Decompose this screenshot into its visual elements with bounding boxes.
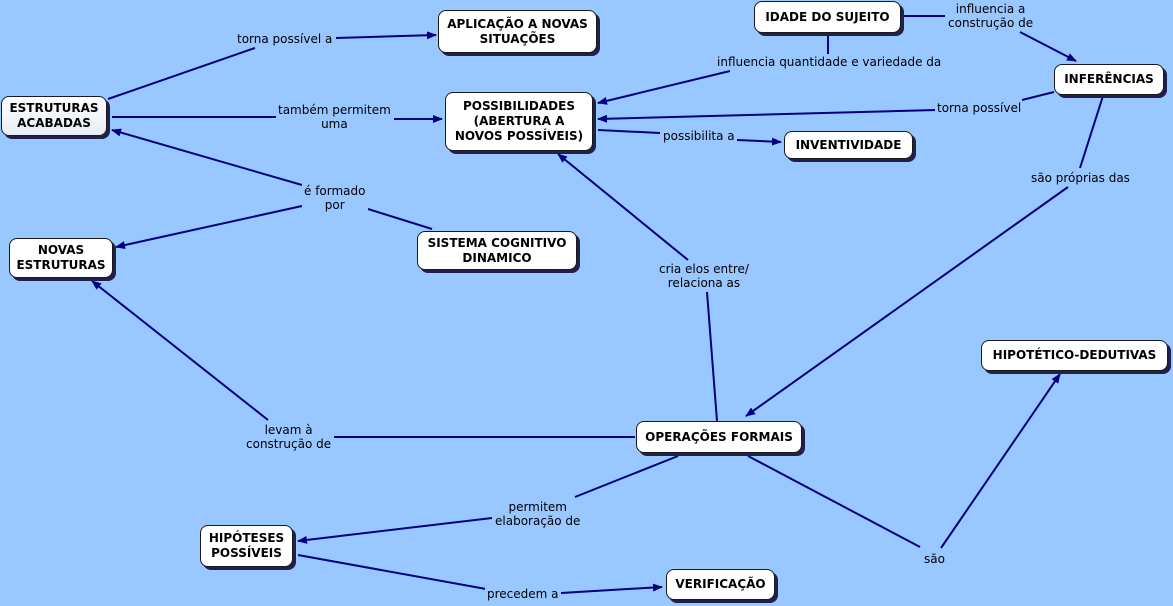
node-verificacao[interactable]: VERIFICAÇÃO xyxy=(666,569,775,600)
node-idade-do-sujeito[interactable]: IDADE DO SUJEITO xyxy=(754,1,901,33)
edge-operacoes-permitem xyxy=(574,455,679,498)
edge-sao-hipotetico xyxy=(940,373,1061,549)
link-influencia-construcao: influencia a construção de xyxy=(946,2,1036,30)
link-sao-proprias-das: são próprias das xyxy=(1029,171,1132,185)
link-tambem-permitem: também permitem uma xyxy=(276,103,393,131)
edge-acabadas-torna-possivel xyxy=(107,47,256,100)
edge-inferencias-proprias xyxy=(1079,95,1104,169)
link-permitem-elaboracao: permitem elaboração de xyxy=(493,500,583,528)
edge-formado-novas xyxy=(115,205,303,249)
link-influencia-quantidade: influencia quantidade e variedade da xyxy=(715,55,944,69)
edge-formado-acabadas xyxy=(111,128,303,186)
edge-operacoes-cria xyxy=(706,291,718,422)
edge-possibilita-inventividade xyxy=(736,137,782,146)
node-inferencias[interactable]: INFERÊNCIAS xyxy=(1054,64,1164,95)
link-precedem-a: precedem a xyxy=(485,587,561,601)
edge-permitem-hipoteses xyxy=(297,517,493,544)
edge-influencia-inferencias xyxy=(1019,31,1077,62)
node-possibilidades[interactable]: POSSIBILIDADES (ABERTURA A NOVOS POSSÍVE… xyxy=(445,92,593,151)
edge-inferencias-torna xyxy=(1021,91,1055,101)
link-sao: são xyxy=(922,552,947,566)
node-estruturas-acabadas[interactable]: ESTRUTURAS ACABADAS xyxy=(1,96,107,136)
link-torna-possivel: torna possível xyxy=(935,101,1024,115)
link-levam-construcao: levam à construção de xyxy=(244,423,334,451)
edge-torna-possibilidades xyxy=(597,109,937,123)
edge-cria-possibilidades xyxy=(557,153,689,261)
node-hipoteses-possiveis[interactable]: HIPÓTESES POSSÍVEIS xyxy=(200,525,293,567)
node-operacoes-formais[interactable]: OPERAÇÕES FORMAIS xyxy=(636,421,802,453)
edge-operacoes-sao xyxy=(747,455,921,548)
edge-levam-novas xyxy=(91,280,269,421)
node-sistema-cognitivo[interactable]: SISTEMA COGNITIVO DINAMICO xyxy=(417,231,577,270)
edge-hipoteses-precedem xyxy=(297,554,487,590)
link-possibilita-a: possibilita a xyxy=(661,129,737,143)
edge-possibilidades-possibilita xyxy=(597,129,661,134)
link-cria-elos: cria elos entre/ relaciona as xyxy=(657,262,751,290)
edge-precedem-verificacao xyxy=(560,583,663,594)
node-novas-estruturas[interactable]: NOVAS ESTRUTURAS xyxy=(9,238,113,278)
edge-quantidade-possibilidades xyxy=(597,70,731,105)
link-torna-possivel-a: torna possível a xyxy=(235,32,335,46)
edge-sistema-formado xyxy=(367,208,433,230)
edge-torna-possivel-aplicacao xyxy=(335,31,437,40)
node-hipotetico-dedutivas[interactable]: HIPOTÉTICO-DEDUTIVAS xyxy=(981,340,1168,371)
edge-proprias-operacoes xyxy=(745,186,1069,417)
node-aplicacao-novas-situacoes[interactable]: APLICAÇÃO A NOVAS SITUAÇÕES xyxy=(438,10,597,53)
link-e-formado-por: é formado por xyxy=(302,184,368,212)
node-inventividade[interactable]: INVENTIVIDADE xyxy=(784,131,913,159)
